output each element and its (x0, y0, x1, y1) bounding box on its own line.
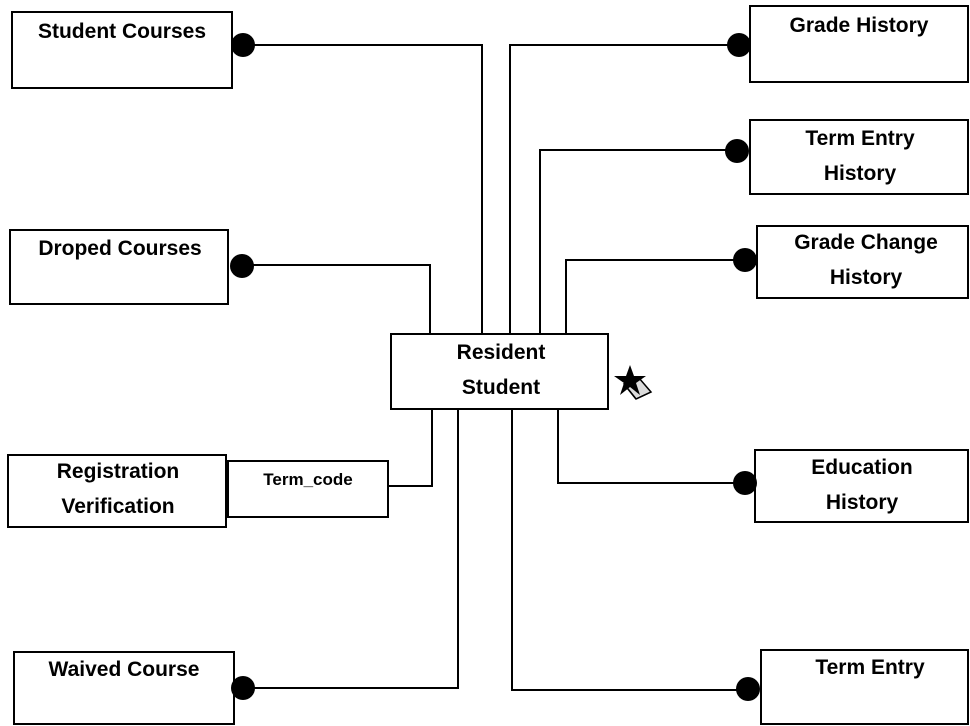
connectors (242, 44, 748, 691)
waived-course-label: Waived Course (49, 658, 200, 681)
student-courses-label: Student Courses (38, 20, 206, 43)
term-entry-history-line2: History (824, 162, 897, 185)
education-history-line1: Education (811, 456, 913, 479)
box-term-entry-history[interactable]: Term Entry History (749, 119, 969, 195)
education-history-line2: History (826, 491, 899, 514)
box-waived-course[interactable]: Waived Course (13, 651, 235, 725)
dot-education-history (733, 471, 757, 495)
dot-droped-courses (230, 254, 254, 278)
connector-term-entry-history (539, 149, 738, 334)
connector-droped-courses (242, 264, 431, 334)
dot-grade-history (727, 33, 751, 57)
registration-verification-line1: Registration (57, 460, 180, 483)
dot-grade-change-history (733, 248, 757, 272)
connector-student-courses (242, 44, 483, 334)
term-code-label: Term_code (263, 470, 352, 489)
dot-term-entry (736, 677, 760, 701)
connector-grade-change-history (565, 259, 745, 334)
grade-history-label: Grade History (790, 14, 929, 37)
box-grade-change-history[interactable]: Grade Change History (756, 225, 969, 299)
star-book-icon (614, 365, 653, 400)
dot-waived-course (231, 676, 255, 700)
grade-change-history-line1: Grade Change (794, 231, 938, 254)
connector-grade-history (509, 44, 740, 334)
term-entry-history-line1: Term Entry (805, 127, 915, 150)
box-education-history[interactable]: Education History (754, 449, 969, 523)
connector-registration-verification (388, 409, 433, 487)
droped-courses-label: Droped Courses (38, 237, 201, 260)
grade-change-history-line2: History (830, 266, 903, 289)
relationship-dots (230, 33, 760, 701)
box-registration-verification[interactable]: Registration Verification (7, 454, 227, 528)
registration-verification-line2: Verification (61, 495, 174, 518)
dot-student-courses (231, 33, 255, 57)
term-entry-label: Term Entry (815, 656, 925, 679)
box-term-entry[interactable]: Term Entry (760, 649, 969, 725)
box-term-code[interactable]: Term_code (227, 460, 389, 518)
box-grade-history[interactable]: Grade History (749, 5, 969, 83)
connector-term-entry (511, 409, 748, 691)
box-droped-courses[interactable]: Droped Courses (9, 229, 229, 305)
connector-waived-course (244, 409, 459, 689)
box-student-courses[interactable]: Student Courses (11, 11, 233, 89)
connector-education-history (557, 409, 745, 484)
resident-student-line1: Resident (457, 341, 546, 364)
dot-term-entry-history (725, 139, 749, 163)
resident-student-line2: Student (462, 376, 540, 399)
box-resident-student[interactable]: Resident Student (390, 333, 609, 410)
